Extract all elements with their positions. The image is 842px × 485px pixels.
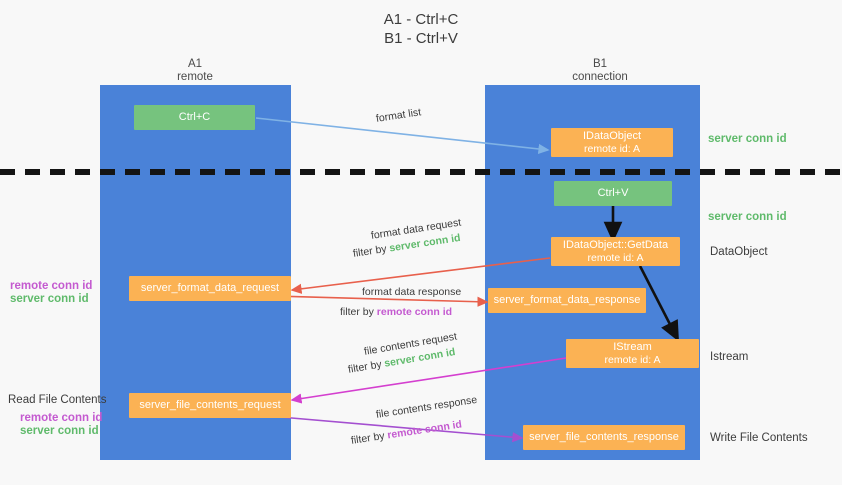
label-dataobject: DataObject — [710, 246, 768, 258]
edge-label-file-contents-response: file contents response — [375, 393, 478, 421]
column-header-b1: B1 connection — [545, 58, 655, 84]
node-server-format-data-response-label: server_format_data_response — [493, 294, 641, 306]
label-server-conn-id-mid: server conn id — [708, 211, 787, 223]
filter-prefix: filter by — [350, 429, 386, 447]
label-server-conn-id-1: server conn id — [10, 293, 89, 305]
filter-value: remote conn id — [376, 306, 453, 318]
node-ctrl-c-label: Ctrl+C — [178, 111, 211, 123]
node-ctrl-v-label: Ctrl+V — [597, 187, 629, 199]
node-server-file-contents-request[interactable]: server_file_contents_request — [129, 393, 291, 418]
node-idataobject-line2: remote id: A — [583, 142, 641, 155]
label-remote-conn-id-1: remote conn id — [10, 280, 93, 292]
edge-label-format-list: format list — [375, 106, 422, 125]
filter-prefix: filter by — [347, 358, 383, 376]
filter-prefix: filter by — [340, 306, 374, 318]
edge-label-file-contents-response-filter: filter by remote conn id — [350, 417, 463, 447]
edge-label-format-data-response-filter: filter by remote conn id — [340, 305, 452, 319]
node-getdata-line1: IDataObject::GetData — [562, 238, 669, 251]
node-ctrl-v[interactable]: Ctrl+V — [554, 181, 672, 206]
page-title: A1 - Ctrl+C B1 - Ctrl+V — [0, 10, 842, 48]
node-server-format-data-response[interactable]: server_format_data_response — [488, 288, 646, 313]
node-idataobject[interactable]: IDataObject remote id: A — [551, 128, 673, 157]
title-line-2: B1 - Ctrl+V — [384, 30, 458, 47]
edge-label-format-data-response: format data response — [362, 286, 462, 298]
node-getdata[interactable]: IDataObject::GetData remote id: A — [551, 237, 680, 266]
label-write-file-contents: Write File Contents — [710, 432, 808, 444]
filter-prefix: filter by — [352, 242, 388, 260]
column-a1-sub: remote — [177, 71, 213, 83]
node-ctrl-c[interactable]: Ctrl+C — [134, 105, 255, 130]
column-b1-sub: connection — [572, 71, 628, 83]
node-server-file-contents-response[interactable]: server_file_contents_response — [523, 425, 685, 450]
label-server-conn-id-2: server conn id — [20, 425, 99, 437]
label-istream: Istream — [710, 351, 749, 363]
title-line-1: A1 - Ctrl+C — [383, 11, 459, 28]
column-a1-name: A1 — [187, 58, 203, 70]
node-idataobject-line1: IDataObject — [582, 129, 642, 142]
filter-value: remote conn id — [386, 418, 463, 442]
node-server-file-contents-response-label: server_file_contents_response — [529, 431, 679, 443]
column-header-a1: A1 remote — [140, 58, 250, 84]
label-remote-conn-id-2: remote conn id — [20, 412, 103, 424]
node-istream[interactable]: IStream remote id: A — [566, 339, 699, 368]
node-getdata-line2: remote id: A — [587, 251, 644, 264]
column-b1-name: B1 — [592, 58, 608, 70]
node-istream-line1: IStream — [613, 340, 652, 353]
node-server-format-data-request[interactable]: server_format_data_request — [129, 276, 291, 301]
label-read-file-contents: Read File Contents — [8, 394, 107, 406]
node-istream-line2: remote id: A — [604, 353, 661, 366]
node-server-format-data-request-label: server_format_data_request — [140, 282, 280, 294]
node-server-file-contents-request-label: server_file_contents_request — [139, 399, 281, 411]
label-server-conn-id-top: server conn id — [708, 133, 787, 145]
